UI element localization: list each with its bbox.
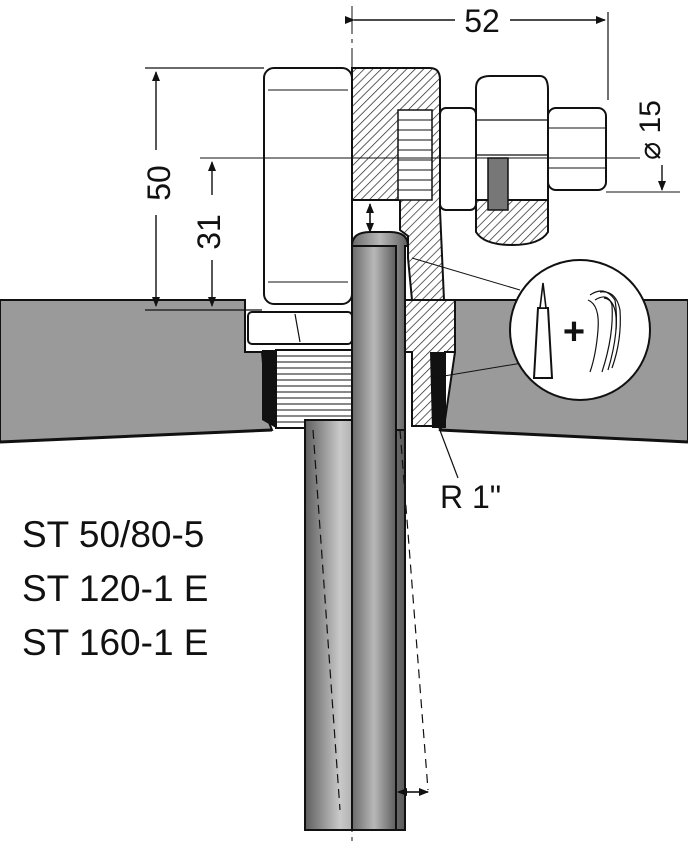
hemp-fiber-icon bbox=[587, 290, 621, 373]
dim-label-50: 50 bbox=[141, 165, 177, 201]
callout-plus: + bbox=[563, 311, 585, 353]
sensor-pipe bbox=[351, 231, 410, 831]
dimension-50 bbox=[145, 67, 264, 311]
thread-leader bbox=[432, 411, 459, 479]
compression-fitting bbox=[439, 75, 607, 247]
thread-fitting bbox=[247, 299, 456, 429]
dimension-52 bbox=[345, 12, 609, 100]
model-label: ST 160-1 E bbox=[22, 622, 209, 663]
callout-leader-top bbox=[411, 257, 521, 291]
model-label: ST 50/80-5 bbox=[22, 514, 205, 555]
sealant-callout bbox=[509, 259, 651, 401]
dim-label-31: 31 bbox=[191, 214, 227, 250]
dim-label-diameter: ⌀ 15 bbox=[634, 100, 667, 160]
dimension-diameter bbox=[606, 165, 680, 193]
fitting-head bbox=[263, 67, 446, 305]
dimension-31 bbox=[200, 157, 640, 307]
dim-label-52: 52 bbox=[464, 3, 500, 39]
model-list: ST 50/80-5 ST 120-1 E ST 160-1 E bbox=[22, 508, 208, 670]
thread-label: R 1" bbox=[440, 479, 501, 515]
model-label: ST 120-1 E bbox=[22, 568, 209, 609]
sealant-tube-icon bbox=[532, 282, 554, 379]
